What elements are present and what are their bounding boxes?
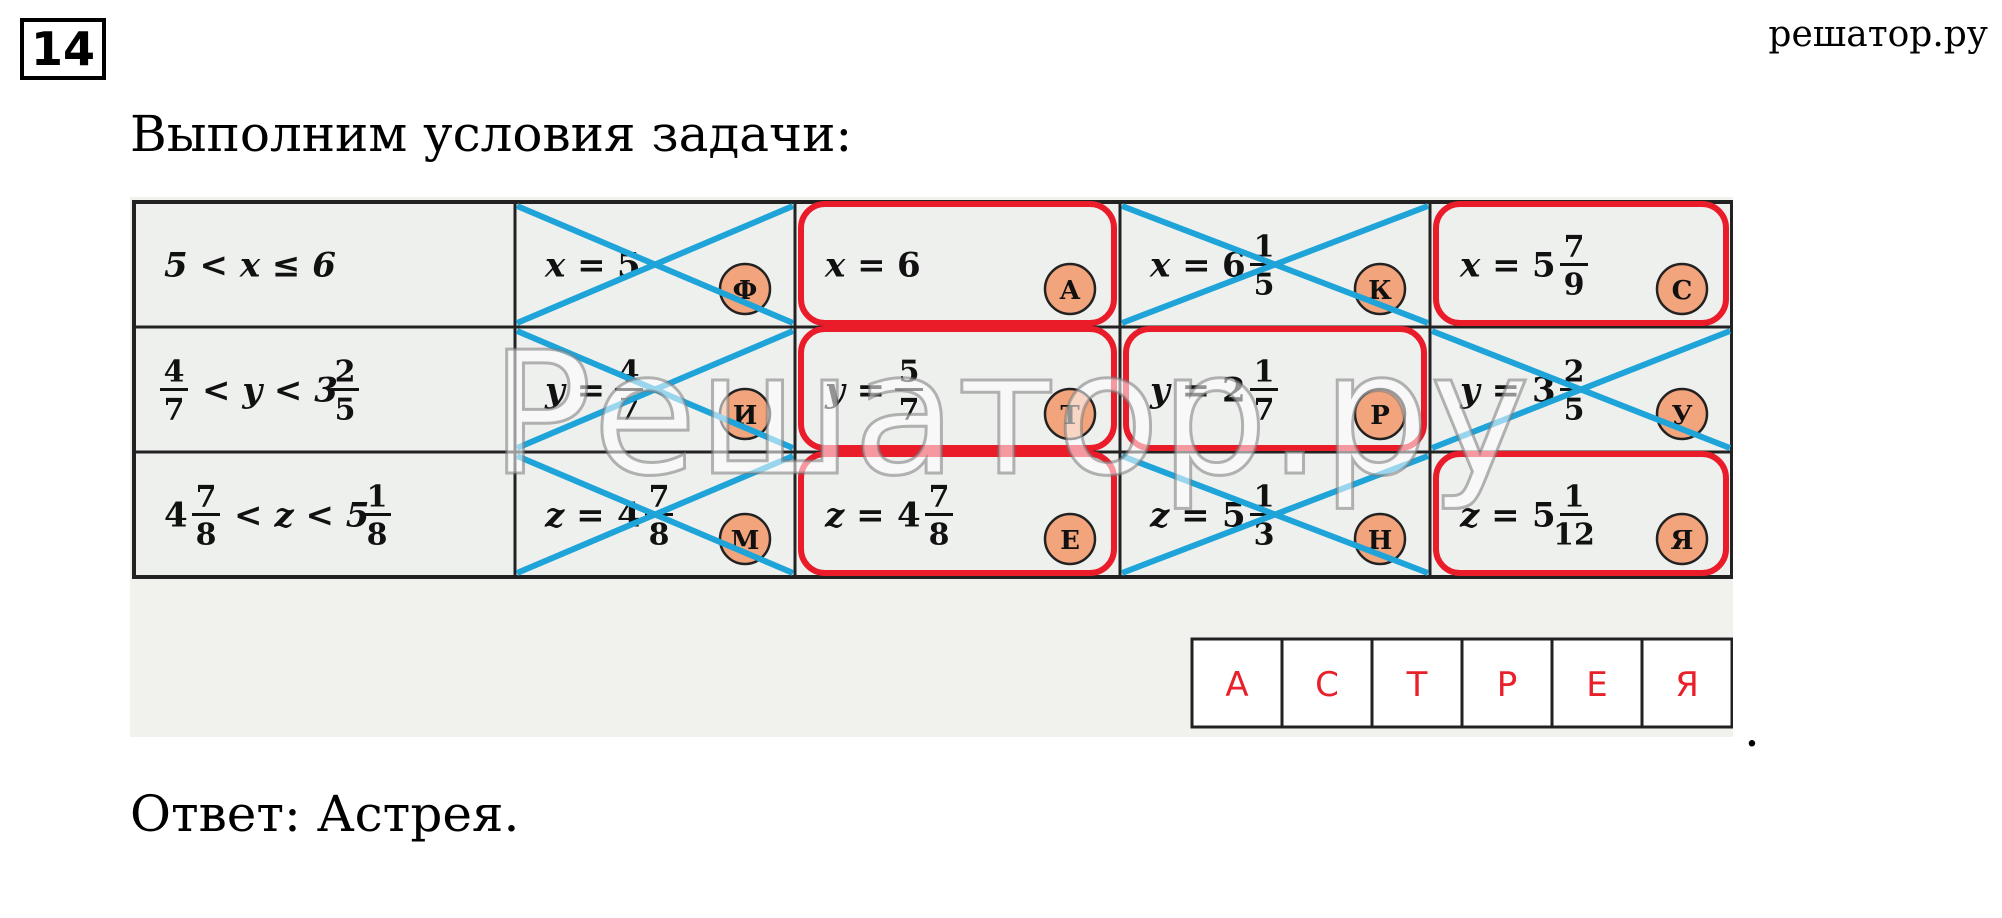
option-fraction-num: 5 [899, 355, 920, 390]
option-expression: z = [824, 496, 885, 536]
option-expression: y = [1459, 371, 1520, 411]
condition-text: 5 < x ≤ 6 [164, 246, 336, 286]
cross-line [515, 328, 795, 451]
answer-text: Ответ: Астрея. [130, 785, 520, 843]
option-whole: 4 [897, 496, 921, 536]
answer-letter: Т [1406, 665, 1428, 705]
option-expression: y = [1149, 371, 1210, 411]
letter-badge-text: Р [1370, 401, 1390, 431]
option-fraction-num: 7 [1564, 230, 1585, 265]
selected-highlight [1123, 326, 1427, 451]
option-fraction-den: 8 [929, 518, 950, 553]
letter-badge [1043, 512, 1097, 566]
letter-badge-text: А [1059, 276, 1080, 306]
cross-line [1120, 203, 1430, 326]
option-fraction-den: 5 [1254, 268, 1275, 303]
condition-right-fraction-den: 8 [367, 518, 388, 553]
option-whole: 5 [1532, 246, 1556, 286]
selected-highlight [798, 326, 1117, 451]
selected-highlight [1433, 451, 1729, 576]
option-whole: 2 [1222, 371, 1246, 411]
condition-right-fraction-num: 1 [367, 480, 388, 515]
intro-text: Выполним условия задачи: [130, 105, 853, 163]
cross-line [1430, 328, 1732, 451]
answer-letter: Е [1586, 665, 1607, 705]
condition-whole: 4 [164, 496, 188, 536]
condition-right-fraction-den: 5 [335, 393, 356, 428]
condition-right-fraction-num: 2 [335, 355, 356, 390]
condition-text: < z < 5 [234, 496, 369, 536]
option-expression: z = [1149, 496, 1210, 536]
condition-left-fraction-num: 4 [164, 355, 185, 390]
letter-badge [1353, 387, 1407, 441]
option-expression: x = [824, 246, 886, 286]
option-fraction-num: 7 [649, 480, 670, 515]
letter-badge [1655, 262, 1709, 316]
selected-highlight [798, 451, 1117, 576]
condition-left-fraction-num: 7 [196, 480, 217, 515]
option-expression: x = [1459, 246, 1521, 286]
task-number-box: 14 [20, 18, 106, 80]
letter-badge-text: У [1671, 401, 1692, 431]
option-expression: y = [824, 371, 885, 411]
cross-line [1120, 453, 1430, 576]
option-fraction-num: 2 [1564, 355, 1585, 390]
answer-letter-box [1460, 637, 1554, 729]
answer-letter: Я [1675, 665, 1699, 705]
selected-highlight [798, 201, 1117, 326]
option-fraction-den: 12 [1553, 518, 1595, 553]
condition-text: < y < 3 [202, 371, 338, 411]
option-fraction-den: 7 [1254, 393, 1275, 428]
option-fraction-den: 3 [1254, 518, 1275, 553]
cross-line [515, 203, 795, 326]
option-expression: x = [1149, 246, 1211, 286]
answer-letter: Р [1497, 665, 1518, 705]
option-expression: z = [544, 496, 605, 536]
site-name: решатор.ру [1768, 14, 1988, 55]
letter-badge-text: С [1672, 276, 1693, 306]
letter-badge [1655, 512, 1709, 566]
period-mark: . [1744, 700, 1760, 758]
answer-letter: С [1315, 665, 1339, 705]
letter-badge-text: Е [1060, 526, 1080, 556]
answer-letter-box [1280, 637, 1374, 729]
option-fraction-den: 7 [899, 393, 920, 428]
option-expression: y = [544, 371, 605, 411]
option-expression: x = [544, 246, 606, 286]
condition-left-fraction-den: 8 [196, 518, 217, 553]
option-expression: z = [1459, 496, 1520, 536]
letter-badge-text: Я [1671, 526, 1694, 556]
selected-highlight [1433, 201, 1729, 326]
option-whole: 5 [1532, 496, 1556, 536]
letter-badge [1043, 387, 1097, 441]
answer-letter-box [1190, 637, 1284, 729]
letter-badge-text: Т [1060, 401, 1080, 431]
option-fraction-num: 1 [1254, 355, 1275, 390]
table-cell-bg [134, 327, 515, 452]
option-value: 6 [897, 246, 921, 286]
answer-letter-box [1640, 637, 1734, 729]
option-fraction-num: 7 [929, 480, 950, 515]
cross-line [515, 453, 795, 576]
option-fraction-num: 1 [1564, 480, 1585, 515]
condition-left-fraction-den: 7 [164, 393, 185, 428]
table-cell-bg [134, 202, 515, 327]
option-fraction-den: 9 [1564, 268, 1585, 303]
option-fraction-den: 8 [649, 518, 670, 553]
answer-letter: А [1225, 665, 1248, 705]
answer-letter-box [1370, 637, 1464, 729]
option-fraction-den: 5 [1564, 393, 1585, 428]
letter-badge [1043, 262, 1097, 316]
